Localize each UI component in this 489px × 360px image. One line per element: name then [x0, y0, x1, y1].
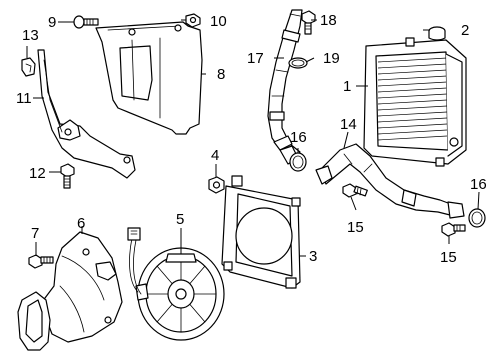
nut-10: [185, 13, 201, 28]
o-ring-16b: [468, 208, 486, 228]
callout-19: 19: [323, 50, 340, 67]
bolt-15b: [441, 222, 466, 237]
callout-1: 1: [343, 78, 351, 95]
callout-18: 18: [320, 12, 337, 29]
o-ring-19: [288, 57, 308, 69]
callout-11: 11: [16, 90, 32, 107]
bolt-12: [60, 163, 75, 189]
o-ring-16a: [289, 152, 307, 172]
callout-16-right: 16: [470, 176, 487, 193]
leader-lines: [26, 19, 480, 257]
callout-8: 8: [217, 66, 225, 83]
radiator-frame: [221, 175, 301, 289]
callout-6: 6: [77, 215, 85, 232]
deflector-plate: [95, 21, 203, 135]
cooler-fins: [377, 57, 448, 141]
callout-16-left: 16: [290, 129, 307, 146]
callout-7: 7: [31, 225, 39, 242]
callout-10: 10: [210, 13, 227, 30]
fan-shroud: [17, 231, 123, 351]
callout-9: 9: [48, 14, 56, 31]
coolant-hose-14: [315, 143, 465, 219]
bolt-15a: [342, 183, 368, 198]
bracket-11: [37, 49, 136, 179]
callout-17: 17: [247, 50, 264, 67]
callout-4: 4: [211, 147, 219, 164]
callout-15-right: 15: [440, 249, 457, 266]
callout-2: 2: [461, 22, 469, 39]
bolt-9: [73, 15, 99, 29]
callout-5: 5: [176, 211, 184, 228]
fan-motor: [127, 227, 225, 341]
cap-2: [428, 26, 446, 41]
callout-14: 14: [340, 116, 357, 133]
callout-labels: 9 10 13 8 11 12 4 5 6 7 3 1 2 17 19 18 1…: [16, 12, 487, 266]
callout-13: 13: [22, 27, 39, 44]
callout-12: 12: [29, 165, 46, 182]
nut-4: [208, 176, 225, 194]
clip-13: [21, 57, 36, 77]
bolt-7: [28, 254, 54, 269]
oil-cooler: [363, 37, 467, 167]
bolt-18: [301, 10, 316, 35]
callout-15-left: 15: [347, 219, 364, 236]
callout-3: 3: [309, 248, 317, 265]
